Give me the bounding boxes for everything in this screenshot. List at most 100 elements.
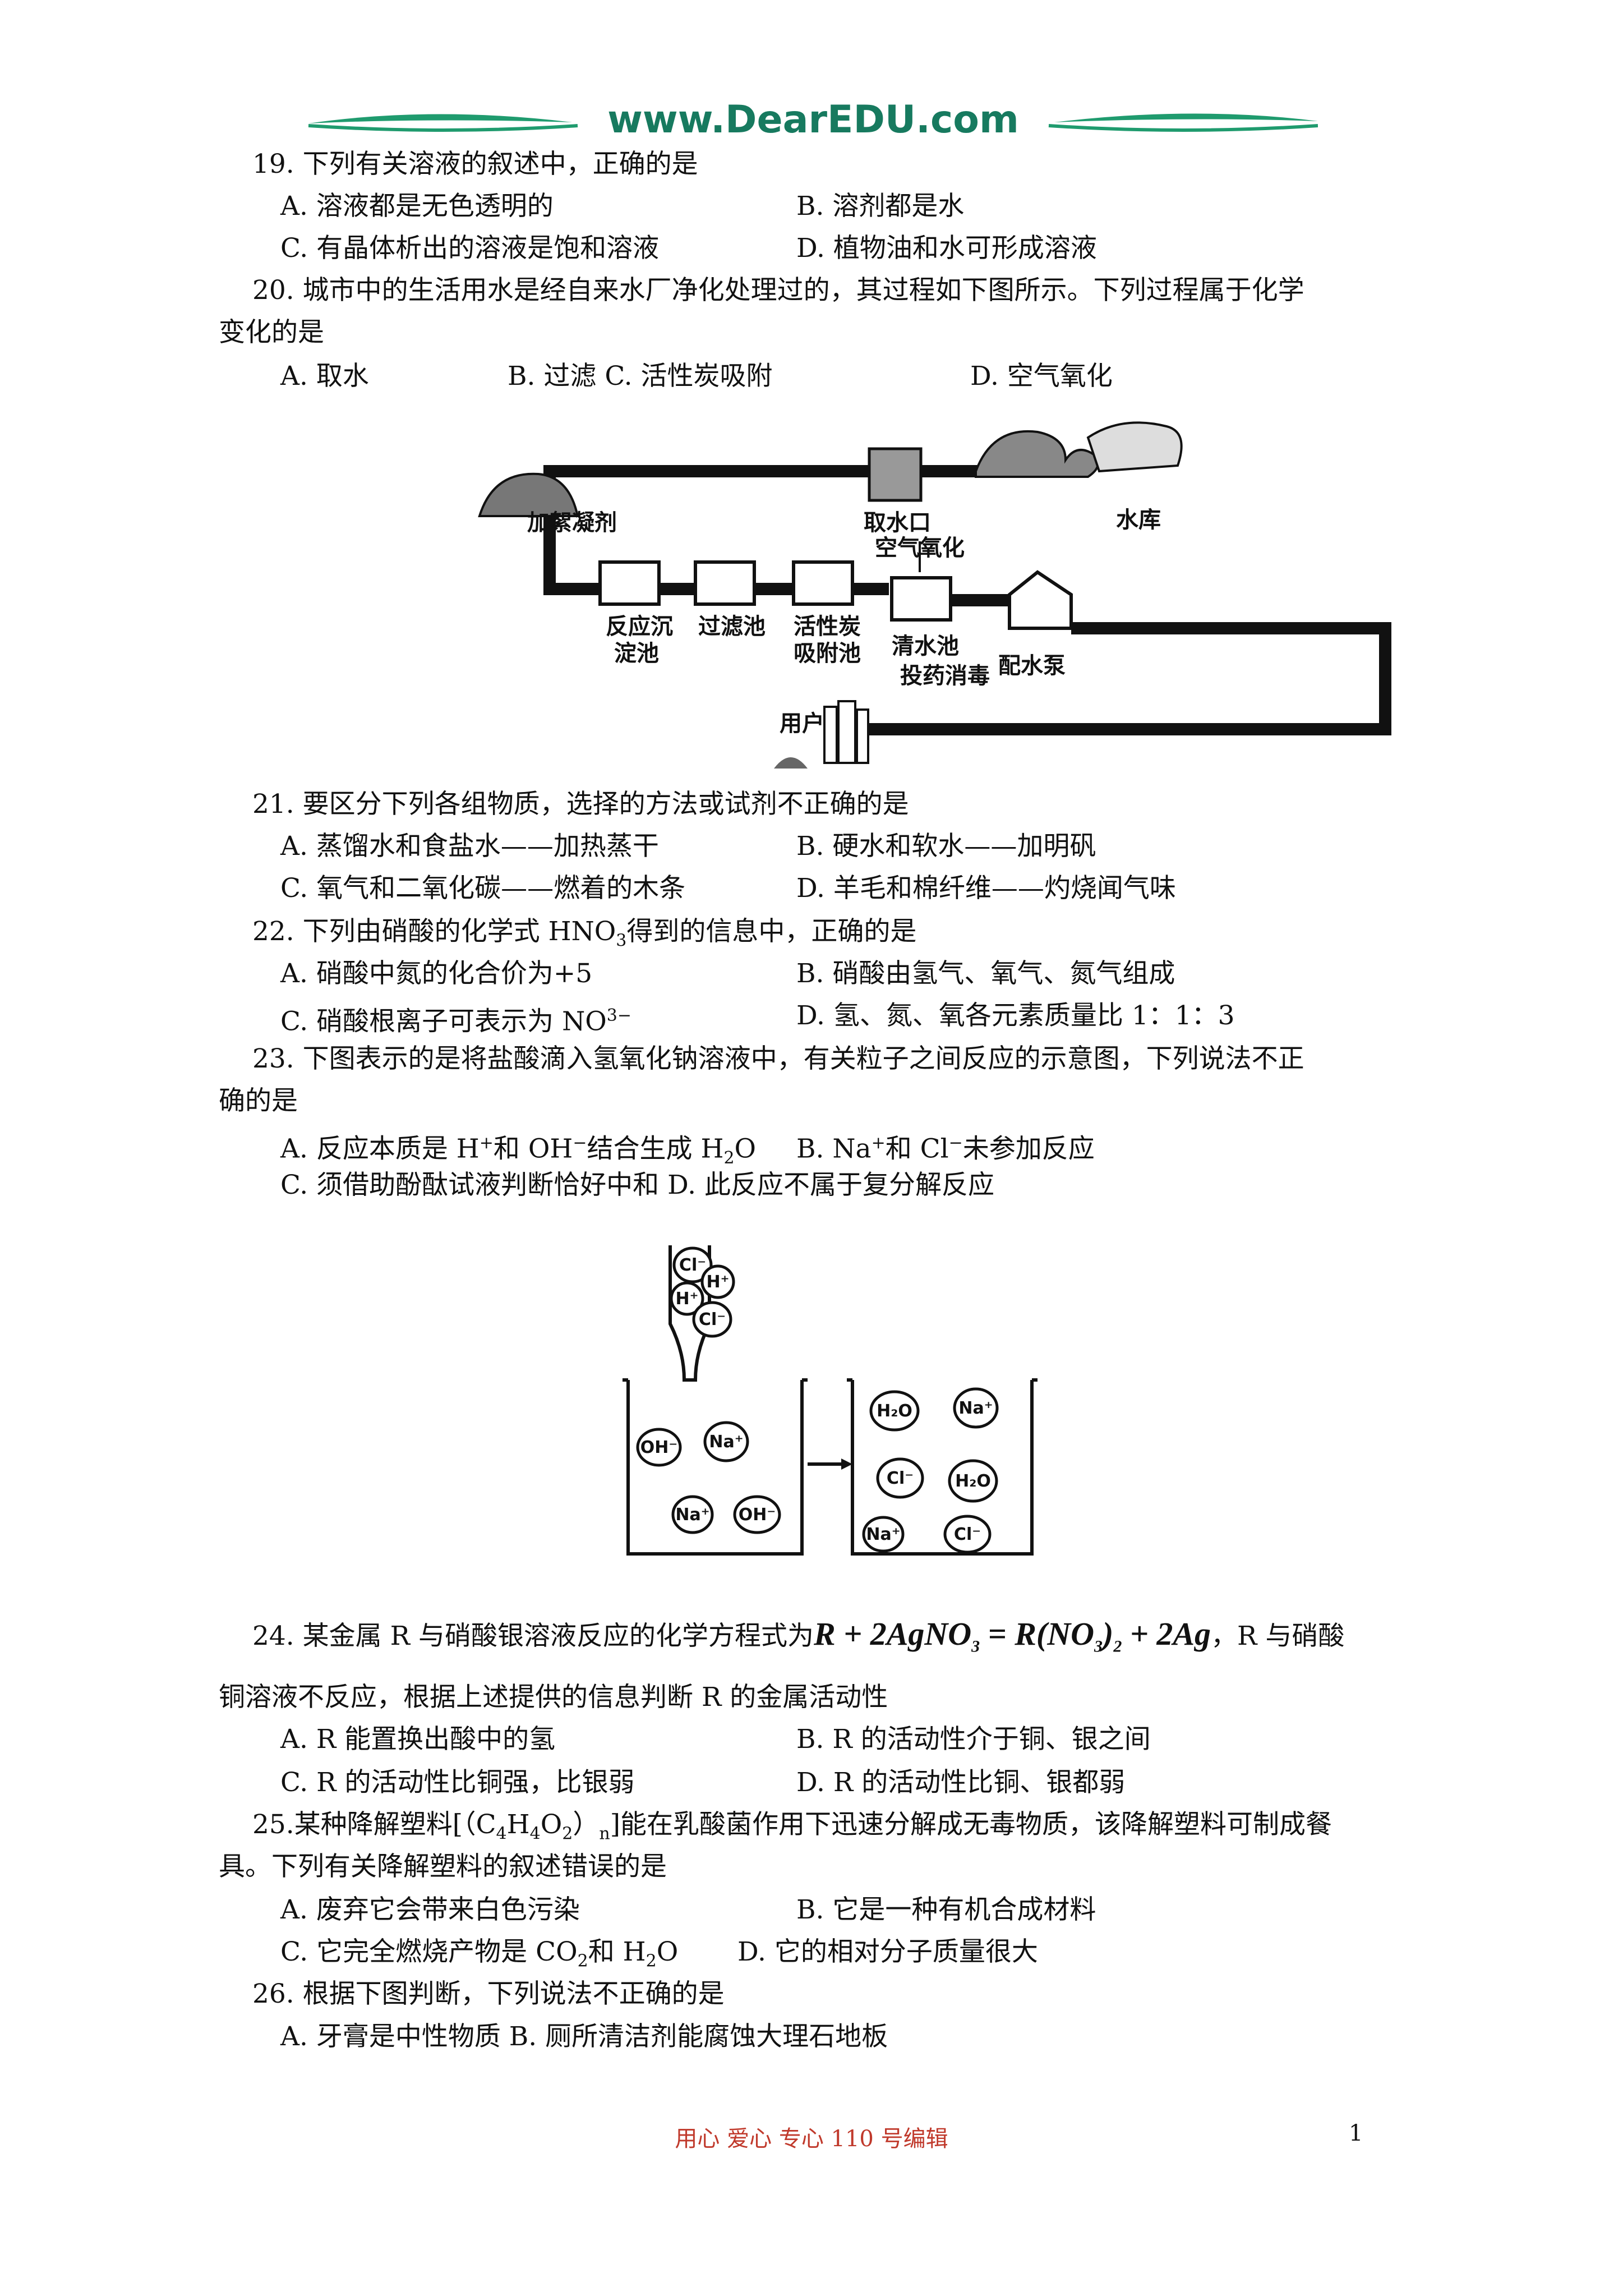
ion-oh-2 xyxy=(733,1495,781,1534)
q24-stem-line2: 铜溶液不反应，根据上述提供的信息判断 R 的金属活动性 xyxy=(219,1682,888,1713)
left-beaker xyxy=(626,1380,804,1556)
user-building-2 xyxy=(837,700,856,764)
reservoir-water xyxy=(1086,421,1183,473)
label-carbon-tank-2: 吸附池 xyxy=(794,641,861,666)
label-oh-1: OH⁻ xyxy=(640,1438,677,1457)
q20-option-a: A. 取水 xyxy=(280,361,369,392)
q25-option-b: B. 它是一种有机合成材料 xyxy=(796,1894,1096,1925)
label-coagulant: 加絮凝剂 xyxy=(527,510,617,536)
molecule-h2o-2 xyxy=(948,1459,998,1503)
q23-options-cd: C. 须借助酚酞试液判断恰好中和 D. 此反应不属于复分解反应 xyxy=(280,1170,994,1200)
q24-stem-line1: 24. 某金属 R 与硝酸银溶液反应的化学方程式为R + 2AgNO3 = R(… xyxy=(252,1616,1345,1656)
water-treatment-diagram: 取水口 水库 加絮凝剂 空气氧化 反应沉 淀池 过滤池 活性炭 吸附池 清水池 … xyxy=(478,421,1391,769)
pump-house xyxy=(1008,570,1073,630)
user-bush xyxy=(774,757,808,769)
q25-option-a: A. 废弃它会带来白色污染 xyxy=(280,1894,580,1925)
q20-option-d: D. 空气氧化 xyxy=(970,361,1113,392)
ion-cl-4 xyxy=(943,1515,992,1554)
label-clear-tank: 清水池 xyxy=(892,633,959,659)
label-oh-2: OH⁻ xyxy=(739,1505,776,1525)
ion-cl-1 xyxy=(672,1246,713,1283)
reservoir-hills xyxy=(975,430,1099,478)
q26-options-ab: A. 牙膏是中性物质 B. 厕所清洁剂能腐蚀大理石地板 xyxy=(280,2021,888,2052)
label-filter-tank: 过滤池 xyxy=(698,614,766,639)
q22-option-b: B. 硝酸由氢气、氧气、氮气组成 xyxy=(796,958,1175,989)
q22-stem: 22. 下列由硝酸的化学式 HNO3得到的信息中，正确的是 xyxy=(252,916,917,951)
clear-tank xyxy=(890,576,952,622)
q19-option-c: C. 有晶体析出的溶液是饱和溶液 xyxy=(280,233,660,264)
label-user: 用户 xyxy=(780,711,824,737)
q21-option-d: D. 羊毛和棉纤维——灼烧闻气味 xyxy=(796,873,1176,904)
ion-cl-3 xyxy=(876,1457,924,1499)
label-intake: 取水口 xyxy=(864,510,931,536)
ion-na-4 xyxy=(862,1516,905,1553)
q25-stem-line2: 具。下列有关降解塑料的叙述错误的是 xyxy=(219,1851,667,1882)
q19-option-b: B. 溶剂都是水 xyxy=(796,191,965,222)
label-cl-3: Cl⁻ xyxy=(887,1469,914,1488)
q19-stem: 19. 下列有关溶液的叙述中，正确的是 xyxy=(252,149,698,180)
ion-na-2 xyxy=(671,1495,714,1534)
label-reaction-tank-2: 淀池 xyxy=(614,641,659,666)
carbon-tank xyxy=(792,560,854,606)
q21-option-a: A. 蒸馏水和食盐水——加热蒸干 xyxy=(280,831,659,862)
page-footer: 用心 爱心 专心 110 号编辑 xyxy=(675,2126,948,2152)
neutralization-diagram: Cl⁻ H⁺ H⁺ Cl⁻ OH⁻ Na⁺ Na⁺ OH⁻ H₂O Na⁺ Cl… xyxy=(623,1245,1038,1556)
q24-option-b: B. R 的活动性介于铜、银之间 xyxy=(796,1724,1151,1755)
q23-stem-line1: 23. 下图表示的是将盐酸滴入氢氧化钠溶液中，有关粒子之间反应的示意图，下列说法… xyxy=(252,1043,1304,1074)
user-building-3 xyxy=(856,708,869,764)
label-na-3: Na⁺ xyxy=(958,1398,993,1418)
label-h2o-2: H₂O xyxy=(955,1471,991,1491)
ion-h-1 xyxy=(700,1264,735,1299)
page-number: 1 xyxy=(1349,2120,1363,2146)
right-beaker xyxy=(851,1380,1034,1556)
q23-option-b: B. Na+和 Cl−未参加反应 xyxy=(796,1133,1095,1165)
ion-cl-2 xyxy=(692,1301,732,1338)
q23-stem-line2: 确的是 xyxy=(219,1085,298,1116)
q25-option-d: D. 它的相对分子质量很大 xyxy=(737,1936,1038,1967)
q26-stem: 26. 根据下图判断，下列说法不正确的是 xyxy=(252,1978,725,2009)
label-na-2: Na⁺ xyxy=(675,1505,709,1525)
user-building-1 xyxy=(823,706,838,764)
q24-option-c: C. R 的活动性比铜强，比银弱 xyxy=(280,1767,635,1798)
q22-option-a: A. 硝酸中氮的化合价为+5 xyxy=(280,958,593,989)
dropper-funnel xyxy=(668,1245,711,1382)
filter-tank xyxy=(694,560,756,606)
q24-option-d: D. R 的活动性比铜、银都弱 xyxy=(796,1767,1126,1798)
q19-option-d: D. 植物油和水可形成溶液 xyxy=(796,233,1097,264)
ion-na-3 xyxy=(953,1387,999,1429)
ion-h-2 xyxy=(670,1281,704,1316)
label-na-4: Na⁺ xyxy=(866,1525,900,1544)
ion-oh-1 xyxy=(636,1428,682,1467)
label-disinfect: 投药消毒 xyxy=(900,663,990,689)
label-cl-2: Cl⁻ xyxy=(699,1310,726,1329)
q25-option-c: C. 它完全燃烧产物是 CO2和 H2O xyxy=(280,1936,679,1971)
pipe-lines xyxy=(543,465,1391,735)
label-h2o-1: H₂O xyxy=(877,1401,912,1421)
intake-box xyxy=(868,447,923,502)
q22-option-c: C. 硝酸根离子可表示为 NO3− xyxy=(280,1006,631,1037)
label-cl-4: Cl⁻ xyxy=(954,1525,981,1544)
label-reaction-tank-1: 反应沉 xyxy=(606,614,673,639)
q21-stem: 21. 要区分下列各组物质，选择的方法或试剂不正确的是 xyxy=(252,789,909,820)
site-logo: www.DearEDU.com xyxy=(308,98,1318,146)
label-air-oxidation: 空气氧化 xyxy=(875,535,965,561)
label-pump: 配水泵 xyxy=(998,653,1066,679)
label-cl-1: Cl⁻ xyxy=(679,1255,706,1275)
reaction-tank xyxy=(598,560,661,606)
q23-option-a: A. 反应本质是 H+和 OH−结合生成 H2O xyxy=(280,1133,757,1168)
q19-option-a: A. 溶液都是无色透明的 xyxy=(280,191,554,222)
label-h-1: H⁺ xyxy=(707,1272,730,1292)
q20-stem-line1: 20. 城市中的生活用水是经自来水厂净化处理过的，其过程如下图所示。下列过程属于… xyxy=(252,275,1304,306)
ion-na-1 xyxy=(703,1421,749,1462)
q21-option-b: B. 硬水和软水——加明矾 xyxy=(796,831,1096,862)
left-bush xyxy=(478,472,579,517)
q22-option-d: D. 氢、氮、氧各元素质量比 1：1：3 xyxy=(796,1000,1235,1031)
site-name: www.DearEDU.com xyxy=(607,98,1019,142)
label-carbon-tank-1: 活性炭 xyxy=(794,614,861,639)
q20-stem-line2: 变化的是 xyxy=(219,317,324,348)
label-na-1: Na⁺ xyxy=(709,1432,743,1452)
label-h-2: H⁺ xyxy=(676,1289,699,1309)
label-reservoir: 水库 xyxy=(1116,507,1161,533)
q20-option-bc: B. 过滤 C. 活性炭吸附 xyxy=(508,361,773,392)
q25-stem-line1: 25.某种降解塑料[（C4H4O2）n]能在乳酸菌作用下迅速分解成无毒物质，该降… xyxy=(252,1809,1332,1844)
